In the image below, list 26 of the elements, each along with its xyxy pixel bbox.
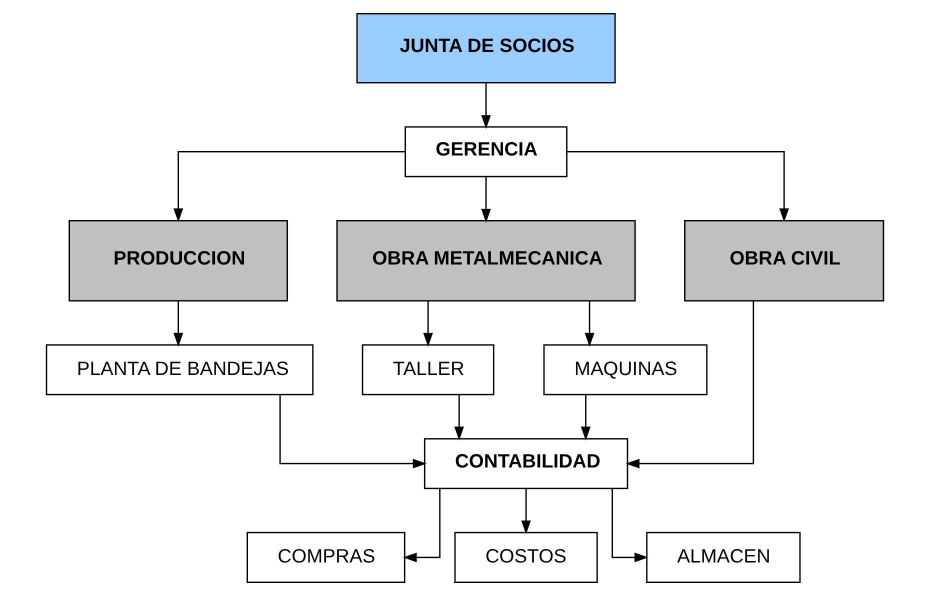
arrow	[626, 300, 754, 468]
node-box: COMPRAS	[246, 532, 406, 583]
arrow	[481, 83, 491, 129]
arrow	[402, 488, 440, 562]
node-box: TALLER	[362, 344, 494, 396]
arrow	[584, 301, 594, 347]
node-box: COSTOS	[454, 532, 598, 583]
node-box: CONTABILIDAD	[424, 438, 628, 490]
node-box: OBRA METALMECANICA	[336, 220, 636, 302]
node-box: GERENCIA	[404, 126, 568, 178]
arrow	[173, 301, 184, 347]
node-box: ALMACEN	[646, 532, 801, 583]
arrow	[173, 151, 406, 222]
node-box: JUNTA DE SOCIOS	[356, 13, 616, 84]
node-box: PRODUCCION	[68, 220, 288, 302]
arrow	[612, 488, 648, 562]
arrow	[423, 301, 433, 347]
arrow	[521, 488, 531, 534]
node-box: OBRA CIVIL	[684, 220, 884, 302]
arrow	[279, 394, 427, 468]
arrow	[567, 151, 789, 222]
node-box: PLANTA DE BANDEJAS	[46, 344, 314, 396]
node-box: MAQUINAS	[543, 344, 708, 396]
arrow	[481, 177, 491, 223]
arrow	[580, 394, 591, 440]
arrow	[454, 394, 464, 440]
